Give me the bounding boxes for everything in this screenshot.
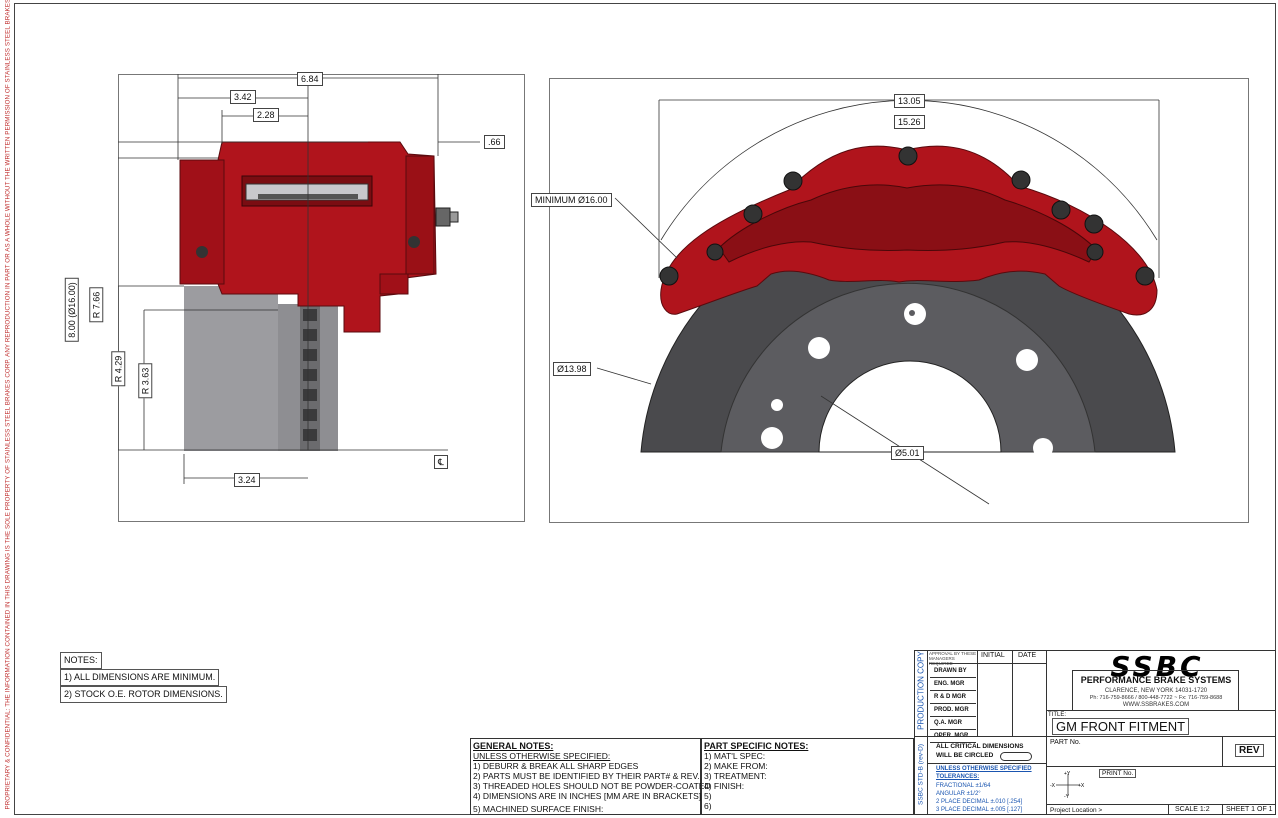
general-notes-subtitle: UNLESS OTHERWISE SPECIFIED: <box>473 751 611 761</box>
dim-1305: 13.05 <box>894 94 925 108</box>
general-notes-title: GENERAL NOTES: <box>473 741 554 751</box>
print-row-top <box>1046 766 1276 767</box>
general-note-2: 2) PARTS MUST BE IDENTIFIED BY THEIR PAR… <box>473 771 700 781</box>
dim-1398: Ø13.98 <box>553 362 591 376</box>
part-notes: PART SPECIFIC NOTES: 1) MAT'L SPEC: 2) M… <box>704 741 808 811</box>
form-number: SSBC STD-B (rev-D) <box>914 737 928 815</box>
dim-766: R 7.66 <box>89 287 104 323</box>
note-1: 1) ALL DIMENSIONS ARE MINIMUM. <box>60 669 220 686</box>
ssbc-logo: SSBC <box>1110 650 1204 683</box>
svg-text:+X: +X <box>1078 783 1085 789</box>
part-notes-frame <box>701 738 914 815</box>
role-drawn-by: DRAWN BY <box>930 665 976 678</box>
dim-800: 8.00 (Ø16.00) <box>64 278 79 342</box>
tol-3place: 3 PLACE DECIMAL ±.005 [.127] <box>936 807 1023 813</box>
form-number-text: SSBC STD-B (rev-D) <box>917 743 925 806</box>
tolerance-list: FRACTIONAL ±1/64 ANGULAR ±1/2° 2 PLACE D… <box>936 782 1022 814</box>
drawing-title: GM FRONT FITMENT <box>1052 718 1190 735</box>
print-no-label: PRINT No. <box>1099 769 1137 778</box>
initial-header: INITIAL <box>981 652 1005 659</box>
logo-box-left <box>1072 670 1073 710</box>
proprietary-strip: PROPRIETARY & CONFIDENTIAL: THE INFORMAT… <box>0 0 14 818</box>
dim-429: R 4.29 <box>111 351 126 387</box>
caliper-side-view <box>118 74 480 484</box>
general-notes: GENERAL NOTES: UNLESS OTHERWISE SPECIFIE… <box>473 741 711 814</box>
general-notes-frame <box>470 738 701 815</box>
date-header: DATE <box>1018 652 1037 659</box>
front-view-frame <box>549 78 1249 523</box>
company-phone: Ph: 716-759-8666 / 800-448-7722 ~ Fx: 71… <box>1089 695 1223 701</box>
sheet-col-line <box>1222 804 1223 815</box>
initial-col-line <box>977 650 978 736</box>
part-note-4: 4) FINISH: <box>704 781 745 791</box>
caliper-front-view <box>596 99 1176 505</box>
role-rd-mgr: R & D MGR <box>930 691 976 704</box>
dim-min-16: MINIMUM Ø16.00 <box>531 193 612 207</box>
title-row-top <box>1046 710 1276 711</box>
role-eng-mgr: ENG. MGR <box>930 678 976 691</box>
part-note-6: 6) <box>704 801 712 811</box>
part-note-5: 5) <box>704 791 712 801</box>
dim-066: .66 <box>484 135 505 149</box>
rev-label: REV <box>1235 744 1264 757</box>
part-row-top <box>1046 736 1276 737</box>
scale-col-line <box>1168 804 1169 815</box>
rev-col-line <box>1222 736 1223 766</box>
part-notes-title: PART SPECIFIC NOTES: <box>704 741 809 751</box>
role-prod-mgr: PROD. MGR <box>930 704 976 717</box>
company-web: WWW.SSBRAKES.COM <box>1122 702 1190 708</box>
dim-228: 2.28 <box>253 108 279 122</box>
approvals-right-line <box>1046 650 1047 815</box>
tol-angular: ANGULAR ±1/2° <box>936 791 981 797</box>
approval-rows: DRAWN BY ENG. MGR R & D MGR PROD. MGR Q.… <box>930 665 1046 743</box>
note-2: 2) STOCK O.E. ROTOR DIMENSIONS. <box>60 686 227 703</box>
svg-text:-X: -X <box>1050 783 1056 789</box>
tolerance-title: UNLESS OTHERWISE SPECIFIED <box>936 766 1032 772</box>
logo-box-top <box>1072 670 1238 671</box>
part-note-2: 2) MAKE FROM: <box>704 761 768 771</box>
scale-label: SCALE 1:2 <box>1175 806 1210 813</box>
bottom-row-top <box>1046 804 1276 805</box>
tol-fractional: FRACTIONAL ±1/64 <box>936 783 991 789</box>
production-copy-label: PRODUCTION COPY <box>914 650 928 736</box>
part-note-1: 1) MAT'L SPEC: <box>704 751 766 761</box>
dim-1526: 15.26 <box>894 115 925 129</box>
dim-501: Ø5.01 <box>891 446 924 460</box>
approvals-divider <box>929 663 1046 664</box>
general-note-4: 4) DIMENSIONS ARE IN INCHES [MM ARE IN B… <box>473 791 702 801</box>
part-no-label: PART No. <box>1050 739 1081 746</box>
dim-363: R 3.63 <box>138 363 153 399</box>
general-note-3: 3) THREADED HOLES SHOULD NOT BE POWDER-C… <box>473 781 711 791</box>
axis-icon: +Y -X +X -Y <box>1050 771 1085 800</box>
sheet-label: SHEET 1 OF 1 <box>1226 806 1273 813</box>
part-note-3: 3) TREATMENT: <box>704 771 767 781</box>
critical-oval <box>1000 752 1032 761</box>
svg-text:+Y: +Y <box>1064 771 1071 777</box>
date-col-line <box>1012 650 1013 736</box>
general-note-1: 1) DEBURR & BREAK ALL SHARP EDGES <box>473 761 639 771</box>
proprietary-text: PROPRIETARY & CONFIDENTIAL: THE INFORMAT… <box>4 0 12 810</box>
company-name: PERFORMANCE BRAKE SYSTEMS <box>1080 675 1232 685</box>
notes-title: NOTES: <box>60 652 102 669</box>
dim-centerline: ℄ <box>434 455 448 469</box>
tol-2place: 2 PLACE DECIMAL ±.010 [.254] <box>936 799 1023 805</box>
logo-box-right <box>1238 670 1239 710</box>
tolerance-row-top <box>928 763 1046 764</box>
company-address: CLARENCE, NEW YORK 14031-1720 <box>1104 688 1208 694</box>
dim-342: 3.42 <box>230 90 256 104</box>
project-location: Project Location > <box>1050 807 1103 814</box>
tolerance-sub: TOLERANCES: <box>936 774 980 780</box>
title-label: TITLE: <box>1048 712 1067 718</box>
production-copy-text: PRODUCTION COPY <box>916 651 926 730</box>
dim-324: 3.24 <box>234 473 260 487</box>
dim-684: 6.84 <box>297 72 323 86</box>
svg-text:-Y: -Y <box>1064 794 1070 800</box>
general-note-5: 5) MACHINED SURFACE FINISH: <box>473 804 604 814</box>
role-qa-mgr: Q.A. MGR <box>930 717 976 730</box>
critical-dims-note: ALL CRITICAL DIMENSIONS WILL BE CIRCLED <box>936 743 1024 759</box>
